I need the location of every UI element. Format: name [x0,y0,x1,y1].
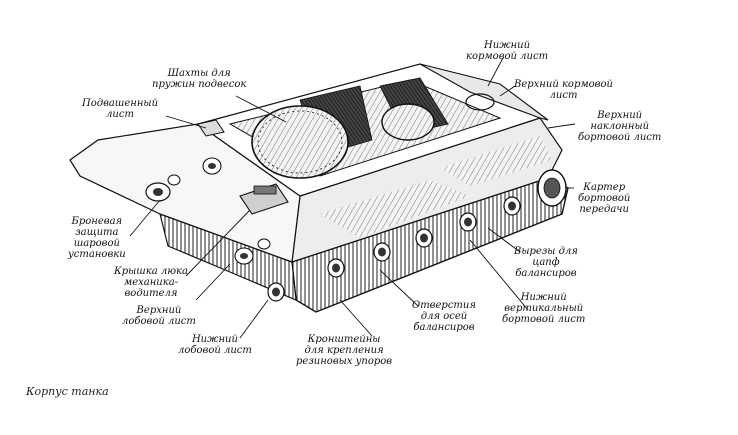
balancer-holes [267,196,521,302]
balancer-hole-center [464,217,472,227]
balancer-hole-center [332,263,340,273]
spring-shaft-left [251,105,349,179]
balancer-hole-center [508,201,516,211]
label-driver-hatch-cover: Крышка люка механика- водителя [114,266,188,299]
suspended-plate [197,119,225,137]
label-balancer-pin-cutouts: Вырезы для цапф балансиров [514,246,578,279]
balancer-hole-center [378,247,386,257]
label-rubber-stop-brackets: Кронштейны для крепления резиновых упоро… [296,334,393,367]
label-final-drive-housing: Картер бортовой передачи [578,182,631,215]
balancer-hole-center [420,233,428,243]
label-upper-front-plate: Верхний лобовой лист [122,305,196,327]
upper-front-plate [69,123,301,263]
label-lower-front-plate: Нижний лобовой лист [178,334,252,356]
label-suspended-plate: Подвашенный лист [82,98,159,120]
figure-caption: Корпус танка [26,385,109,398]
label-ball-mount-armor: Броневая защита шаровой установки [68,216,126,260]
label-spring-shafts: Шахты для пружин подвесок [152,68,247,90]
label-upper-sloped-side-plate: Верхний наклонный бортовой лист [578,110,662,143]
balancer-hole-center [272,287,280,297]
label-balancer-axle-holes: Отверстия для осей балансиров [412,300,476,333]
label-upper-stern-plate: Верхний кормовой лист [514,79,613,101]
driver-hatch [239,183,289,215]
ball-mount-armor [145,182,171,202]
upper-stern-plate [419,63,549,121]
leader-lines [129,57,576,339]
label-lower-stern-plate: Нижний кормовой лист [466,40,549,62]
spring-shaft-right [381,103,435,141]
label-lower-vertical-side-plate: Нижний вертикальный бортовой лист [502,292,586,325]
